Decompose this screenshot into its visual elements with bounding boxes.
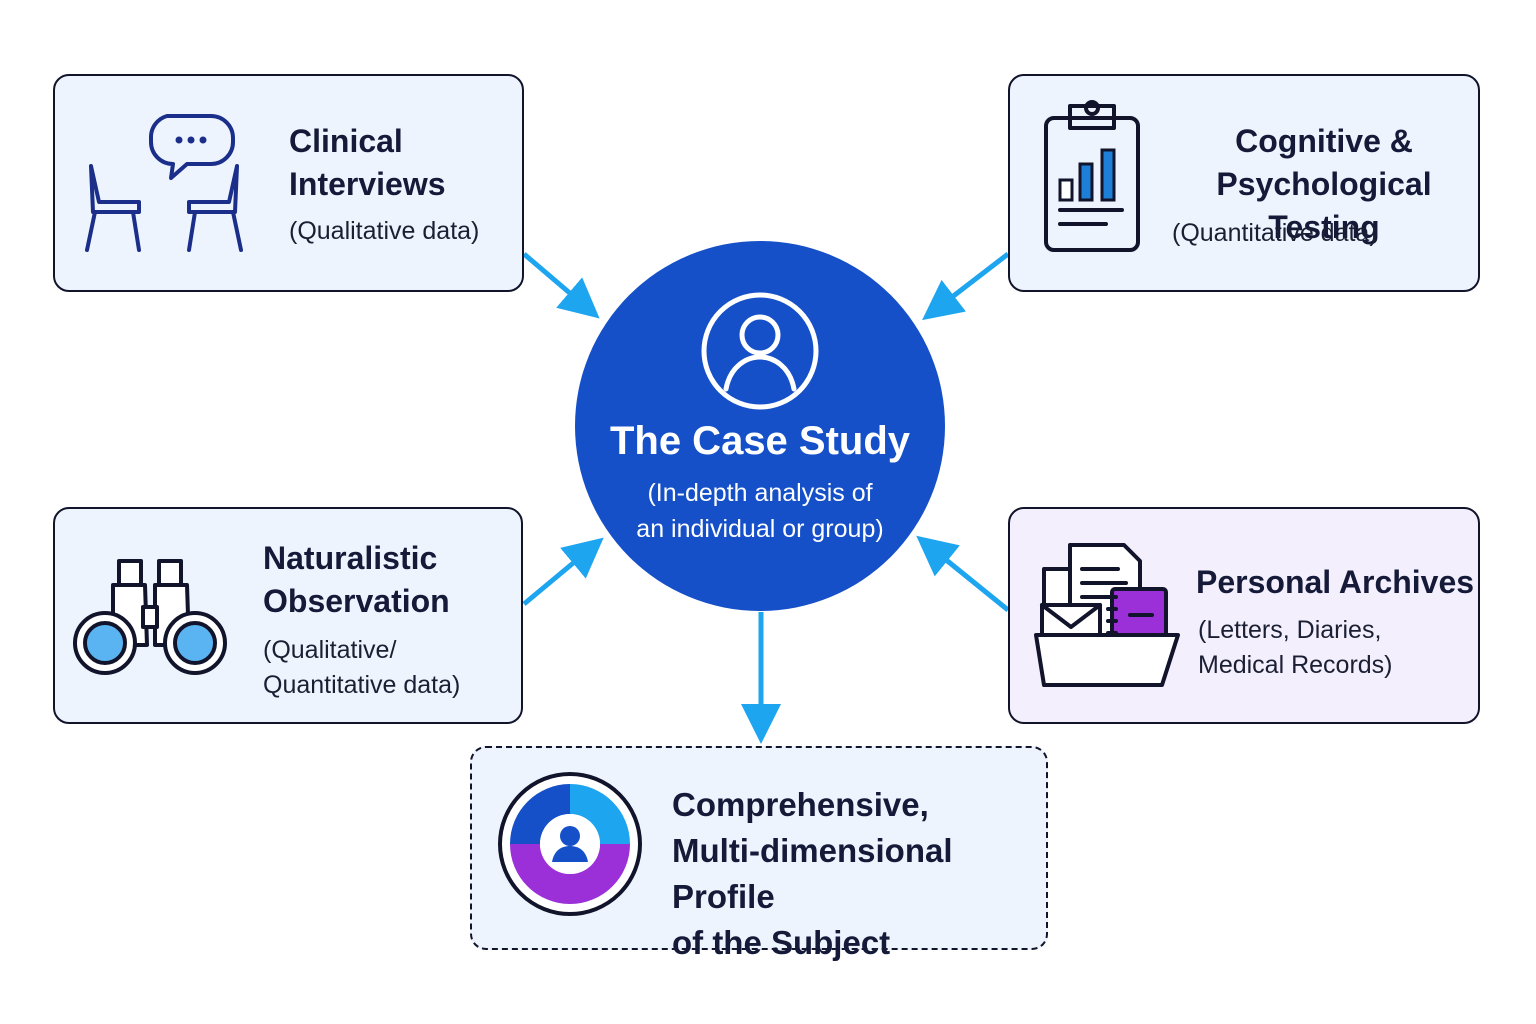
source-title: Naturalistic Observation [263, 540, 450, 619]
source-subtitle: (Qualitative data) [289, 217, 480, 245]
source-card-cognitive-testing: Cognitive & Psychological Testing (Quant… [1008, 74, 1480, 292]
outcome-card-profile: Comprehensive, Multi-dimensional Profile… [470, 746, 1048, 961]
binoculars-icon [73, 559, 227, 675]
hub-subtitle: (In-depth analysis of an individual or g… [636, 479, 884, 543]
arrow-archives-to-hub [916, 535, 1010, 612]
source-subtitle: (Quantitative data) [1172, 219, 1378, 247]
interview-chairs-icon [85, 114, 243, 252]
source-card-clinical-interviews: Clinical Interviews (Qualitative data) [53, 74, 524, 292]
source-title: Cognitive & Psychological Testing [1216, 123, 1432, 245]
hub-title: The Case Study [609, 419, 911, 463]
person-circle-icon [701, 292, 819, 410]
archive-folder-icon [1034, 543, 1180, 687]
source-card-personal-archives: Personal Archives (Letters, Diaries, Med… [1008, 507, 1480, 724]
profile-ring-icon [498, 772, 642, 916]
source-card-naturalistic-observation: Naturalistic Observation (Qualitative/ Q… [53, 507, 523, 724]
source-title: Clinical Interviews [289, 123, 446, 202]
outcome-title: Comprehensive, Multi-dimensional Profile… [672, 786, 953, 961]
source-subtitle: (Letters, Diaries, Medical Records) [1198, 616, 1393, 679]
arrow-testing-to-hub [922, 252, 1010, 321]
arrow-observation-to-hub [522, 537, 604, 606]
clipboard-chart-icon [1044, 100, 1140, 252]
source-title: Personal Archives [1196, 564, 1475, 600]
arrow-interviews-to-hub [522, 252, 600, 319]
case-study-hub: The Case Study (In-depth analysis of an … [575, 241, 945, 611]
source-subtitle: (Qualitative/ Quantitative data) [263, 636, 461, 699]
